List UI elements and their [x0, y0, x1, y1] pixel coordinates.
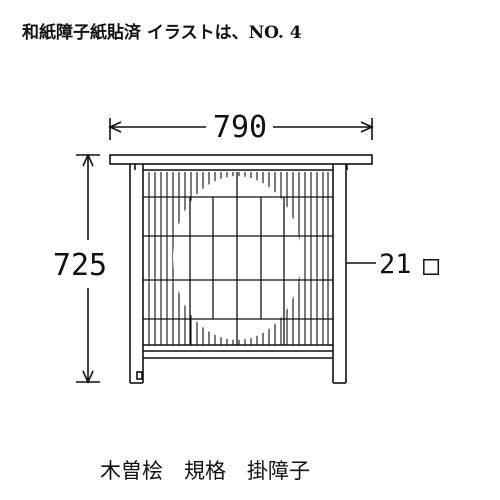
header-title: 和紙障子紙貼済 イラストは、NO. 4 [22, 23, 302, 43]
footer-caption: 木曽桧 規格 掛障子 [100, 459, 310, 483]
square-symbol: □ [423, 250, 440, 281]
width-dimension [108, 118, 374, 140]
member-size-label: 21 [379, 249, 412, 280]
shoji-frame [109, 154, 373, 384]
main-lattice [143, 172, 333, 345]
width-label: 790 [213, 110, 267, 145]
height-label: 725 [53, 248, 107, 283]
height-dimension [76, 153, 100, 384]
